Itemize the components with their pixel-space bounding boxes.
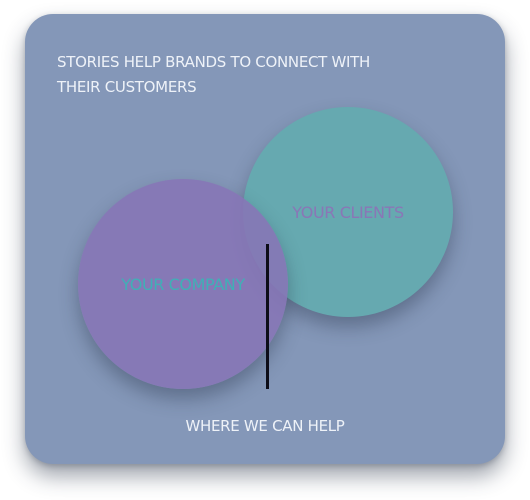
overlap-label: WHERE WE CAN HELP xyxy=(185,417,345,435)
diagram-title: STORIES HELP BRANDS TO CONNECT WITH THEI… xyxy=(57,53,370,96)
circle-label-your-clients: YOUR CLIENTS xyxy=(292,202,404,222)
circle-your-company: YOUR COMPANY xyxy=(78,179,288,389)
diagram-card: STORIES HELP BRANDS TO CONNECT WITH THEI… xyxy=(25,14,505,464)
overlap-pointer-line xyxy=(266,244,269,389)
circle-label-your-company: YOUR COMPANY xyxy=(121,274,245,294)
